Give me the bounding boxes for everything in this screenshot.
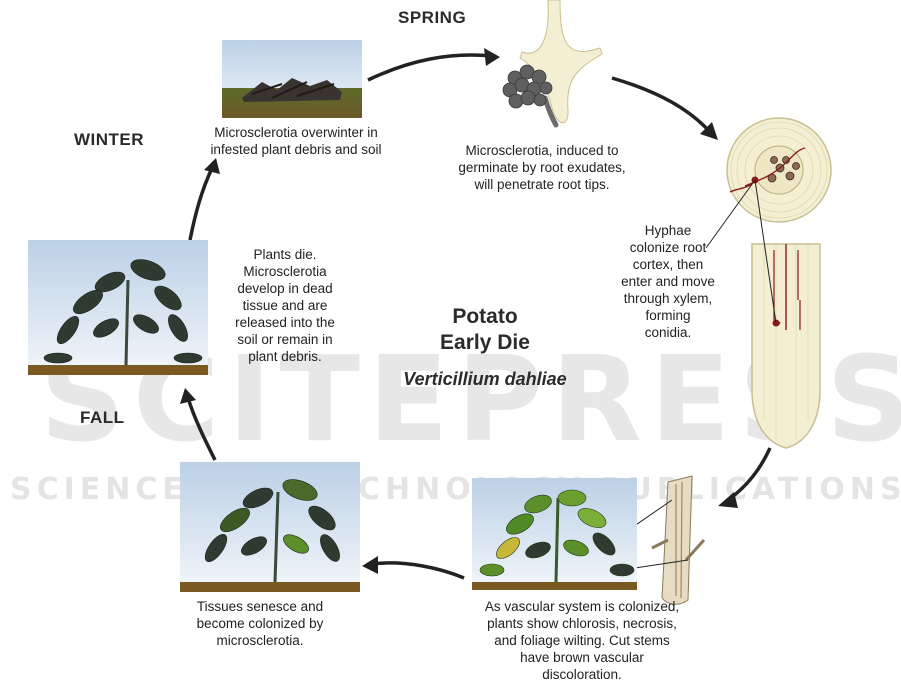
dead-plant-illustration	[43, 259, 203, 366]
caption-vascular-line: As vascular system is colonized,	[484, 599, 680, 614]
panel-dead-plant	[28, 240, 208, 375]
caption-senesce-line: Tissues senesce and	[196, 599, 324, 614]
caption-die: Plants die. Microsclerotia develop in de…	[222, 246, 348, 365]
caption-hyphae-line: colonize root	[629, 240, 707, 255]
caption-winter: Microsclerotia overwinter in infested pl…	[186, 124, 406, 158]
caption-spring-line: germinate by root exudates,	[458, 160, 626, 175]
debris-illustration	[242, 78, 342, 102]
wilting-plant-illustration	[479, 489, 635, 583]
caption-hyphae-line: through xylem,	[623, 291, 713, 306]
caption-spring: Microsclerotia, induced to germinate by …	[436, 142, 648, 193]
caption-hyphae-line: Hyphae	[644, 223, 692, 238]
caption-vascular-line: discoloration.	[542, 667, 622, 682]
caption-die-line: tissue and are	[242, 298, 328, 313]
title-line-1: Potato	[452, 305, 518, 328]
caption-hyphae-line: conidia.	[644, 325, 692, 340]
caption-vascular-line: have brown vascular	[520, 650, 644, 665]
caption-senesce: Tissues senesce and become colonized by …	[170, 598, 350, 649]
caption-die-line: Microsclerotia	[243, 264, 327, 279]
caption-hyphae-line: forming	[645, 308, 691, 323]
title-line-2: Early Die	[440, 331, 530, 354]
germ-tube	[542, 95, 559, 128]
caption-vascular-line: and foliage wilting. Cut stems	[494, 633, 670, 648]
panel-senescing-plant	[180, 462, 360, 592]
panel-winter-debris	[222, 40, 362, 118]
pathogen-name: Verticillium dahliae	[403, 369, 567, 389]
caption-die-line: released into the	[235, 315, 335, 330]
caption-die-line: Plants die.	[253, 247, 317, 262]
caption-vascular-line: plants show chlorosis, necrosis,	[487, 616, 677, 631]
watermark-subtitle: SCIENCE AND TECHNOLOGY PUBLICATIONS	[10, 472, 901, 507]
caption-hyphae: Hyphae colonize root cortex, then enter …	[604, 222, 732, 341]
caption-hyphae-line: enter and move	[621, 274, 715, 289]
caption-spring-line: will penetrate root tips.	[474, 177, 610, 192]
caption-spring-line: Microsclerotia, induced to	[465, 143, 619, 158]
caption-winter-line: Microsclerotia overwinter in	[214, 125, 378, 140]
root-tip-drawing	[519, 0, 603, 124]
panel-wilting-plant	[472, 478, 637, 590]
season-label-spring: SPRING	[398, 8, 467, 27]
caption-senesce-line: microsclerotia.	[216, 633, 304, 648]
senescing-plant-illustration	[204, 479, 340, 583]
season-label-fall: FALL	[80, 408, 125, 427]
season-label-winter: WINTER	[74, 130, 145, 149]
caption-hyphae-line: cortex, then	[632, 257, 704, 272]
caption-die-line: develop in dead	[237, 281, 333, 296]
microsclerotia-cluster	[502, 64, 553, 109]
caption-die-line: plant debris.	[248, 349, 322, 364]
diagram-title: Potato Early Die	[400, 304, 570, 356]
caption-winter-line: infested plant debris and soil	[210, 142, 382, 157]
caption-senesce-line: become colonized by	[196, 616, 324, 631]
caption-vascular: As vascular system is colonized, plants …	[462, 598, 702, 683]
caption-die-line: soil or remain in	[237, 332, 333, 347]
root-cross-section	[726, 117, 832, 223]
